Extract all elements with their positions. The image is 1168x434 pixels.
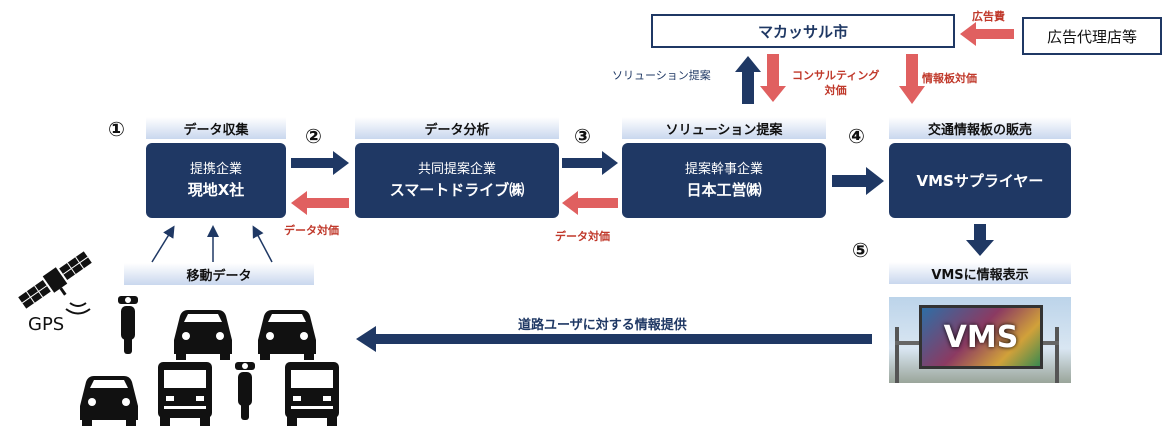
arrow-vms-to-display (966, 224, 994, 256)
label-data-fee-2: データ対価 (555, 230, 610, 243)
label-solution-proposal: ソリューション提案 (612, 69, 711, 82)
satellite-icon (18, 251, 92, 309)
mobile-data-label: 移動データ (186, 268, 252, 284)
step-number-3: ③ (574, 124, 591, 148)
agency-label: 広告代理店等 (1046, 27, 1137, 46)
arrow-mobile-data-1 (151, 225, 175, 263)
step-header-vms-display: VMSに情報表示 (889, 262, 1071, 284)
arrow-x-to-smartdrive (291, 151, 349, 175)
label-data-fee-1: データ対価 (284, 224, 339, 237)
truck-icon (158, 362, 212, 426)
arrow-mobile-data-3 (252, 225, 273, 263)
label-ad-fee: 広告費 (972, 10, 1005, 23)
car-icon (80, 376, 138, 426)
vms-supplier-label: VMSサプライヤー (916, 171, 1044, 190)
truck-icon (285, 362, 339, 426)
step-header-label: ソリューション提案 (665, 122, 783, 138)
smartdrive-main: スマートドライブ㈱ (389, 180, 525, 199)
city-label: マカッサル市 (757, 22, 848, 41)
consulting-fee-line2: 対価 (824, 84, 847, 97)
node-x-company: 提携企業 現地X社 (146, 143, 286, 218)
motorcycle-icon (118, 296, 138, 354)
arrow-road-user-info (356, 326, 872, 352)
signal-waves-icon (65, 302, 91, 315)
step-header-data-analysis: データ分析 (355, 117, 559, 139)
node-ad-agency: 広告代理店等 (1022, 17, 1162, 55)
step-header-label: VMSに情報表示 (931, 267, 1029, 283)
mobile-data-header: 移動データ (124, 263, 314, 285)
step-header-label: データ分析 (424, 122, 490, 138)
node-smartdrive: 共同提案企業 スマートドライブ㈱ (355, 143, 559, 218)
label-road-user-info: 道路ユーザに対する情報提供 (518, 318, 687, 333)
arrow-solution-to-city (735, 56, 761, 104)
step-header-vms-sales: 交通情報板の販売 (889, 117, 1071, 139)
vms-screen-text: VMS (943, 319, 1019, 355)
nihon-koei-sub: 提案幹事企業 (684, 161, 763, 177)
car-icon (174, 310, 232, 360)
vms-support-pole (1055, 327, 1059, 383)
vms-support-pole (895, 327, 899, 383)
motorcycle-icon (235, 362, 255, 420)
smartdrive-sub: 共同提案企業 (417, 161, 496, 177)
step-number-2: ② (305, 124, 322, 148)
node-nihon-koei: 提案幹事企業 日本工営㈱ (622, 143, 826, 218)
label-consulting-fee: コンサルティング 対価 (792, 68, 879, 98)
step-header-label: データ収集 (183, 122, 249, 138)
arrow-consulting-fee (760, 54, 786, 102)
step-number-1: ① (108, 117, 125, 141)
vms-screen: VMS (919, 305, 1043, 369)
arrow-nk-to-vms (832, 167, 884, 195)
nihon-koei-main: 日本工営㈱ (686, 180, 762, 199)
label-board-fee: 情報板対価 (922, 72, 977, 85)
gps-label: GPS (28, 314, 65, 335)
step-header-data-collection: データ収集 (146, 117, 286, 139)
arrow-board-fee (899, 54, 925, 104)
step-number-4: ④ (848, 124, 865, 148)
arrow-data-fee-to-smartdrive (562, 191, 618, 215)
node-makassar-city: マカッサル市 (651, 14, 955, 48)
step-header-solution-proposal: ソリューション提案 (622, 117, 826, 139)
step-header-label: 交通情報板の販売 (927, 122, 1032, 138)
node-vms-supplier: VMSサプライヤー (889, 143, 1071, 218)
step-number-5: ⑤ (852, 238, 869, 262)
car-icon (258, 310, 316, 360)
arrow-smartdrive-to-nk (562, 151, 618, 175)
consulting-fee-line1: コンサルティング (792, 69, 880, 82)
x-company-main: 現地X社 (187, 180, 245, 199)
vms-sign-photo: VMS (889, 297, 1071, 383)
arrow-data-fee-to-x (291, 191, 349, 215)
x-company-sub: 提携企業 (189, 161, 242, 177)
arrow-ad-fee (960, 22, 1014, 46)
